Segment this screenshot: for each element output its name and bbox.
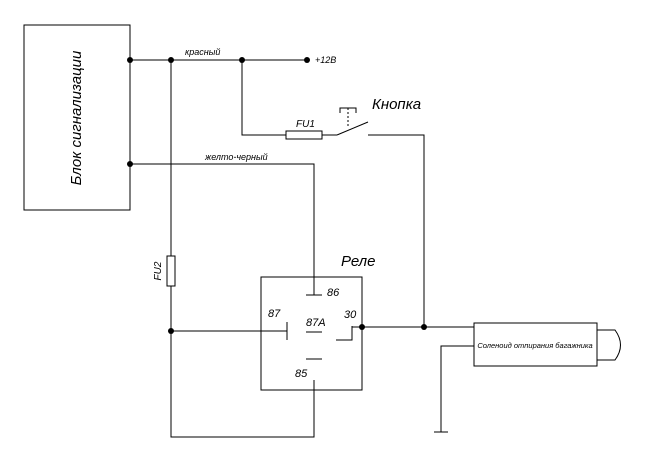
junction-dot — [127, 57, 133, 63]
relay-pin-30: 30 — [344, 309, 357, 321]
yellow-black-wire: желто-черный — [127, 152, 315, 295]
alarm-unit: Блок сигнализации — [23, 24, 131, 211]
relay: Реле 86 87 87A 30 85 — [260, 253, 375, 403]
relay-box — [260, 276, 363, 391]
wire-red-label: красный — [185, 47, 220, 57]
relay-pin-87: 87 — [268, 308, 281, 320]
solenoid-plunger — [597, 329, 621, 361]
solenoid-label: Соленоид отпирания багажника — [477, 341, 592, 350]
relay-pin-87a: 87A — [306, 317, 326, 329]
button-contact — [336, 121, 369, 136]
relay-pin-86: 86 — [327, 287, 340, 299]
red-wire: красный +12В — [127, 47, 336, 65]
supply-terminal — [304, 57, 310, 63]
junction-dot — [421, 324, 427, 330]
wire-yellow-black-label: желто-черный — [204, 152, 268, 162]
alarm-unit-label: Блок сигнализации — [68, 50, 85, 185]
fu2-circuit: FU2 — [153, 60, 315, 438]
fuse-fu1 — [285, 130, 323, 140]
solenoid-box — [473, 322, 598, 367]
solenoid-circuit: Соленоид отпирания багажника — [362, 322, 621, 433]
relay-pin-85: 85 — [295, 368, 308, 380]
button-label: Кнопка — [372, 96, 421, 113]
alarm-unit-box — [23, 24, 131, 211]
relay-label: Реле — [341, 253, 375, 270]
fuse2-label: FU2 — [153, 261, 164, 280]
fuse-fu2 — [166, 255, 176, 287]
supply-label: +12В — [315, 55, 336, 65]
fuse1-label: FU1 — [296, 119, 315, 130]
button-circuit: FU1 Кнопка — [241, 60, 425, 327]
